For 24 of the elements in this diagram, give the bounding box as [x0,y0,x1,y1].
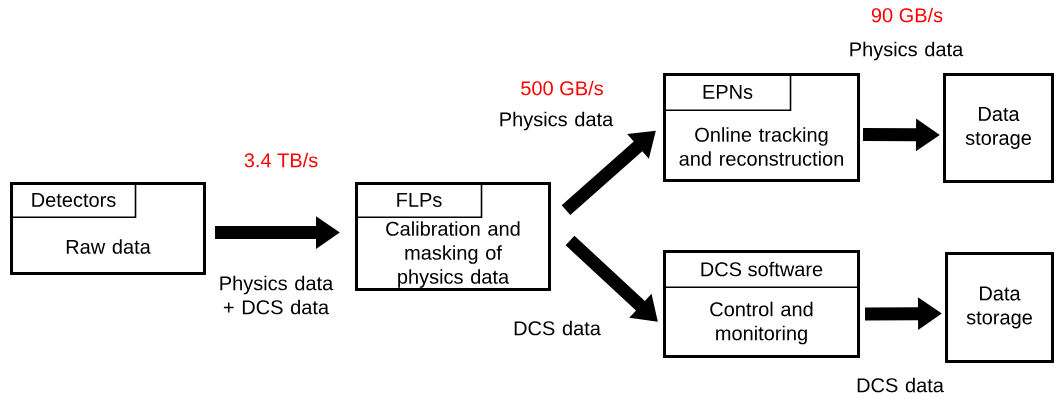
heading-tab: DCS software [663,249,860,289]
edge-label: DCS data [857,377,944,393]
process-box [663,72,860,182]
process-box [10,181,206,275]
edge-label: Physics data + DCS data [220,275,334,315]
box-text: Raw data [66,239,151,254]
heading-tab: FLPs [355,181,483,219]
heading-tab: EPNs [663,72,792,112]
box-text: Calibration and masking of physics data [386,221,520,288]
rate-label: 500 GB/s [521,80,603,96]
box-text: Data storage [965,107,1031,149]
rate-label: 3.4 TB/s [244,152,318,168]
box-text: Data storage [966,286,1032,329]
edge-label: DCS data [514,320,601,336]
box-text: Control and monitoring [710,301,813,345]
box-text: Online tracking and reconstruction [679,127,843,166]
rate-label: 90 GB/s [871,7,943,23]
process-box [355,181,551,291]
storage-box [945,252,1054,363]
edge-label: Physics data [500,111,614,131]
edge-label: Physics data [850,41,964,61]
process-box [663,249,860,358]
storage-box [943,73,1054,183]
heading-tab: Detectors [10,181,137,219]
